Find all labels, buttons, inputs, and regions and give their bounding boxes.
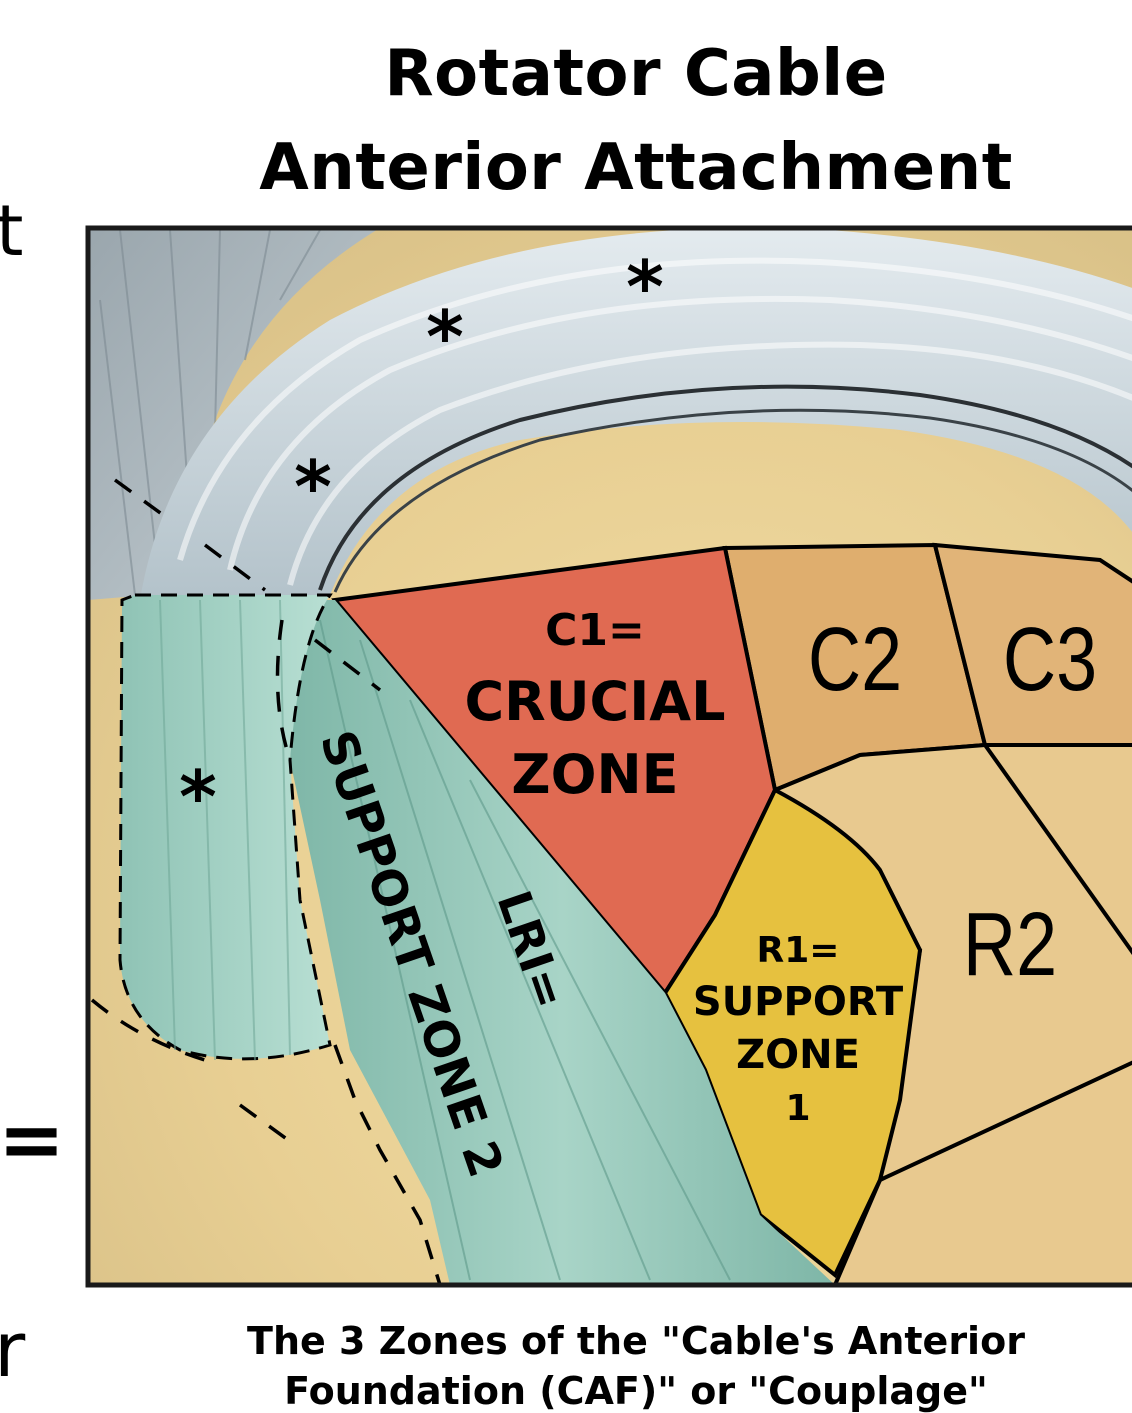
zone-c1-label-zone: ZONE (511, 743, 678, 806)
asterisk-marker-1: * (626, 245, 664, 329)
asterisk-marker-4: * (179, 755, 217, 839)
zone-r1-label-number: 1 (785, 1088, 810, 1129)
caption-line-2: Foundation (CAF)" or "Couplage" (70, 1372, 1132, 1410)
zone-c2-label: C2 (808, 610, 902, 710)
zone-r1-label-support: SUPPORT (693, 979, 904, 1025)
caption-line-1: The 3 Zones of the "Cable's Anterior (70, 1322, 1132, 1360)
zone-c3-label: C3 (1003, 610, 1097, 710)
asterisk-marker-3: * (294, 445, 332, 529)
zone-r2-label: R2 (963, 895, 1057, 995)
zone-c1-label-crucial: CRUCIAL (465, 670, 726, 733)
zone-r1-label: R1= (757, 930, 840, 971)
zone-r1-label-zone: ZONE (736, 1032, 860, 1078)
asterisk-marker-2: * (426, 295, 464, 379)
zone-c1-label: C1= (545, 605, 645, 656)
